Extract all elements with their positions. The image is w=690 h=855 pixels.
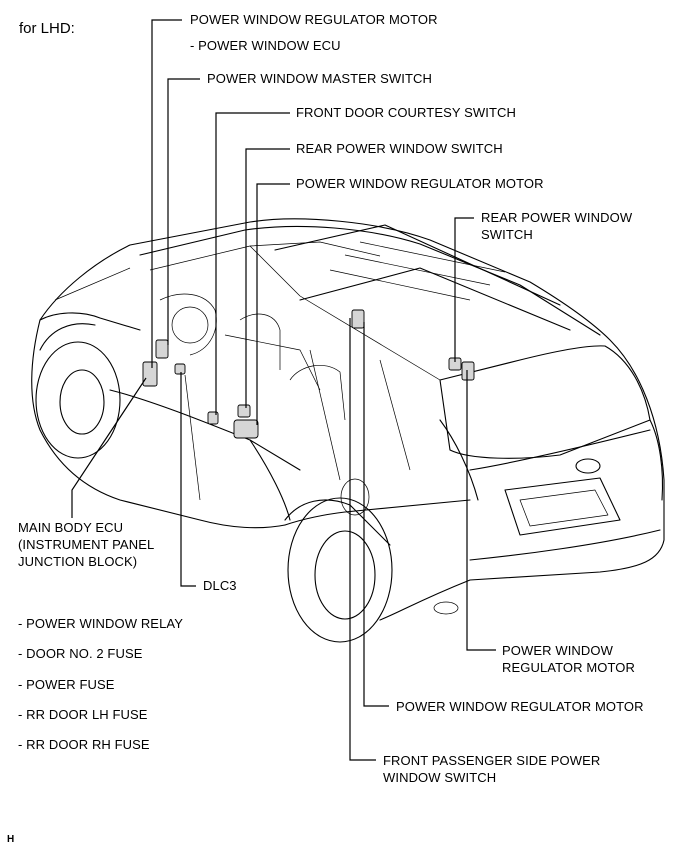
sub-item-power-window-relay: - POWER WINDOW RELAY xyxy=(18,616,183,631)
label-power-window-ecu: - POWER WINDOW ECU xyxy=(190,38,341,53)
master-switch-part xyxy=(155,339,169,359)
label-power-window-regulator-motor-2: POWER WINDOW REGULATOR MOTOR xyxy=(296,176,544,191)
label-power-window-regulator-motor-top: POWER WINDOW REGULATOR MOTOR xyxy=(190,12,438,27)
label-front-passenger-switch-line1: FRONT PASSENGER SIDE POWER xyxy=(383,753,601,768)
rear-switch-part xyxy=(237,404,251,418)
leader-lines xyxy=(71,19,496,761)
figure-code: H xyxy=(7,834,15,845)
front-passenger-switch-part xyxy=(351,309,365,329)
sub-item-door-no2-fuse: - DOOR NO. 2 FUSE xyxy=(18,646,143,661)
label-power-window-regulator-motor-right-line2: REGULATOR MOTOR xyxy=(502,660,635,675)
rear-right-motor-part xyxy=(461,361,475,381)
label-front-passenger-switch-line2: WINDOW SWITCH xyxy=(383,770,497,785)
sub-item-rr-door-rh-fuse: - RR DOOR RH FUSE xyxy=(18,737,150,752)
sub-item-power-fuse: - POWER FUSE xyxy=(18,677,115,692)
label-power-window-regulator-motor-right-line1: POWER WINDOW xyxy=(502,643,613,658)
dlc3-part xyxy=(174,363,186,375)
label-front-door-courtesy-switch: FRONT DOOR COURTESY SWITCH xyxy=(296,105,517,120)
regulator-motor-part xyxy=(233,419,259,439)
label-main-body-ecu-line3: JUNCTION BLOCK) xyxy=(18,554,138,569)
main-body-ecu-part xyxy=(142,361,158,387)
sub-item-rr-door-lh-fuse: - RR DOOR LH FUSE xyxy=(18,707,148,722)
label-power-window-regulator-motor-bottom: POWER WINDOW REGULATOR MOTOR xyxy=(396,699,644,714)
label-rear-power-window-switch-right-line2: SWITCH xyxy=(481,227,533,242)
label-power-window-master-switch: POWER WINDOW MASTER SWITCH xyxy=(207,71,433,86)
label-rear-power-window-switch-right-line1: REAR POWER WINDOW xyxy=(481,210,633,225)
page-header: for LHD: xyxy=(19,20,75,37)
component-parts xyxy=(142,309,475,439)
car-body xyxy=(31,218,665,643)
label-main-body-ecu-line1: MAIN BODY ECU xyxy=(18,520,124,535)
label-rear-power-window-switch: REAR POWER WINDOW SWITCH xyxy=(296,141,503,156)
label-dlc3: DLC3 xyxy=(203,578,237,593)
label-main-body-ecu-line2: (INSTRUMENT PANEL xyxy=(18,537,155,552)
